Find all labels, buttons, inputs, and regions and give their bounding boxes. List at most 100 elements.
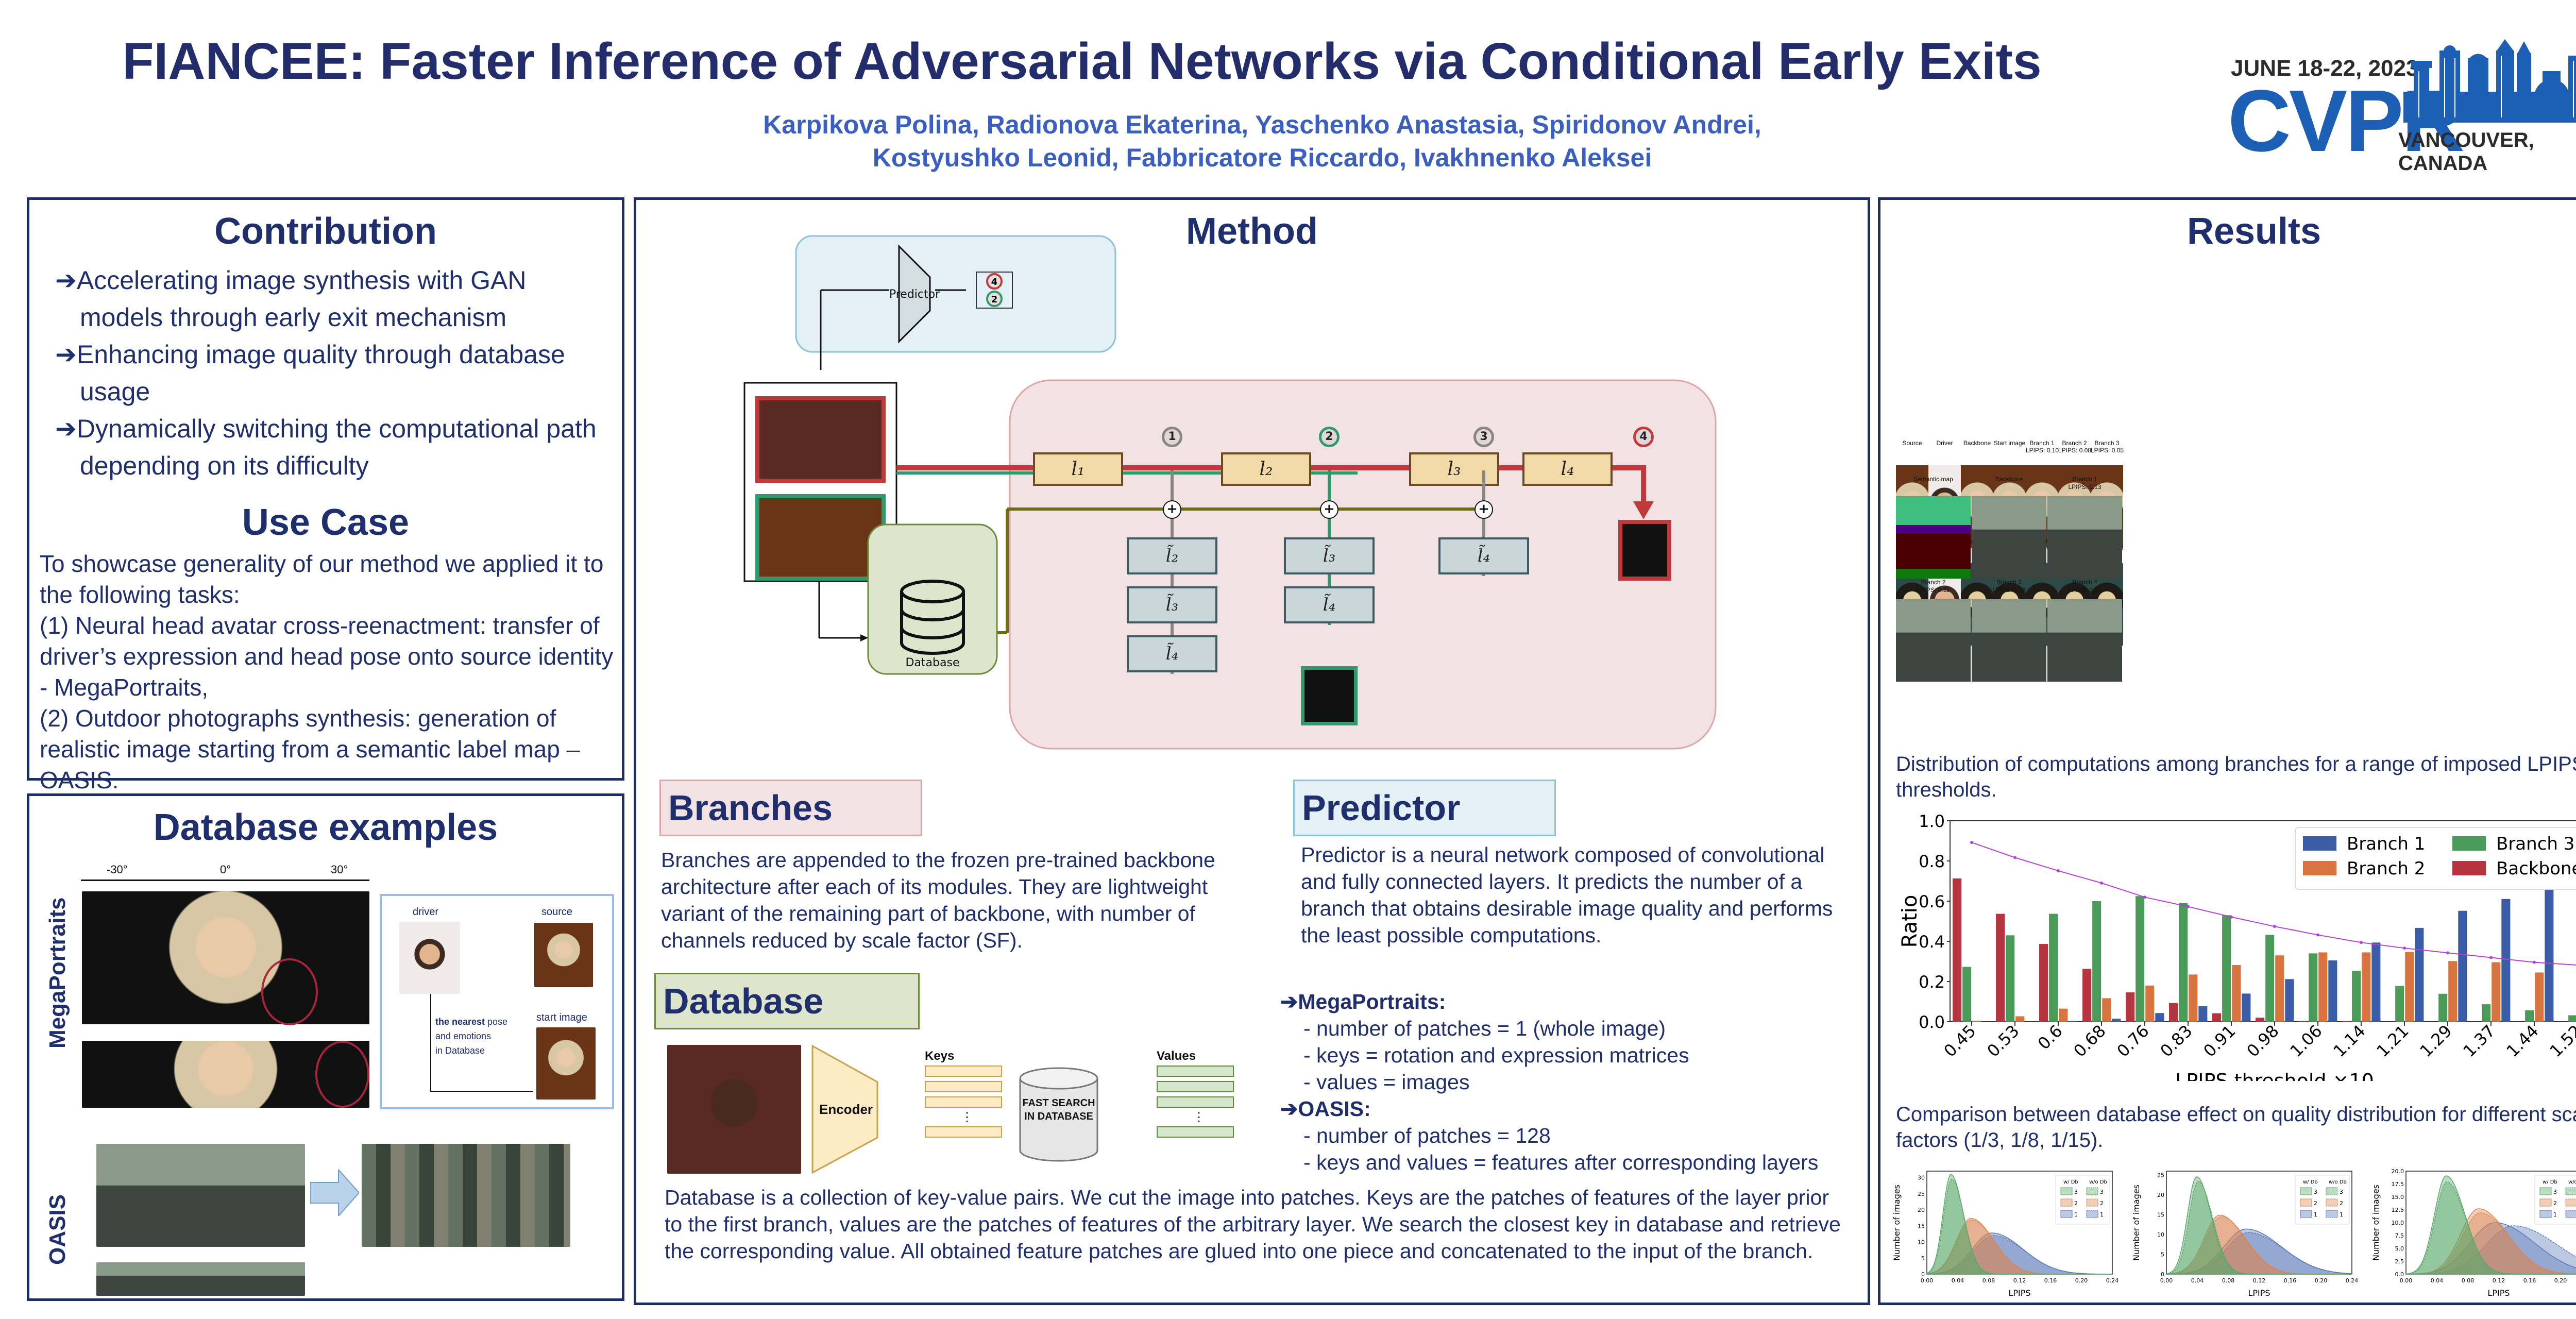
legend-swatch bbox=[2086, 1187, 2098, 1195]
legend-label: 1 bbox=[2553, 1211, 2557, 1218]
gflops-point bbox=[1970, 841, 1973, 844]
x-tick-label: 0.08 bbox=[2462, 1277, 2475, 1284]
angle-axis: -30° 0° 30° bbox=[81, 863, 369, 884]
x-tick-label: 0.76 bbox=[2113, 1021, 2153, 1061]
bar-branch-3 bbox=[1962, 967, 1972, 1022]
gflops-point bbox=[2057, 869, 2060, 873]
bar-backbone bbox=[2169, 1003, 2178, 1022]
bar-branch-3 bbox=[2006, 935, 2015, 1022]
y-axis-label: Number of images bbox=[1892, 1185, 1902, 1261]
x-tick-label: 0.08 bbox=[2222, 1277, 2235, 1284]
legend-swatch bbox=[2060, 1198, 2073, 1207]
value-vector bbox=[1157, 1081, 1234, 1092]
concat-icon: + bbox=[1163, 500, 1181, 519]
oasis-input-image bbox=[96, 1144, 305, 1247]
x-tick-label: 1.37 bbox=[2459, 1021, 2499, 1061]
x-tick-label: 0.12 bbox=[2253, 1277, 2266, 1284]
x-tick-label: 0.00 bbox=[2400, 1277, 2413, 1284]
bar-backbone bbox=[2039, 944, 2048, 1022]
density-curve bbox=[2405, 1208, 2576, 1275]
use-case-heading: Use Case bbox=[242, 502, 410, 543]
x-tick-label: 0.83 bbox=[2156, 1021, 2196, 1061]
y-tick-label: 0.0 bbox=[2395, 1271, 2404, 1278]
backbone-layer-3: l₃ bbox=[1409, 452, 1499, 486]
legend-swatch bbox=[2326, 1210, 2338, 1218]
legend-swatch bbox=[2326, 1198, 2338, 1207]
x-tick-label: 0.04 bbox=[2191, 1277, 2204, 1284]
row-label-oasis: OASIS bbox=[45, 1194, 70, 1265]
driver-image bbox=[399, 922, 460, 994]
oasis-input-image bbox=[96, 1262, 305, 1296]
y-tick-label: 1.0 bbox=[1919, 813, 1945, 831]
driver-label: driver bbox=[413, 906, 439, 918]
bar-branch-2 bbox=[1972, 1021, 1981, 1022]
contribution-bullet: ➔Dynamically switching the computational… bbox=[55, 414, 597, 480]
predictor-region bbox=[795, 235, 1116, 353]
y-tick-label: 15 bbox=[1918, 1223, 1925, 1229]
x-tick-label: 0.16 bbox=[2523, 1277, 2536, 1284]
bar-branch-2 bbox=[2362, 952, 2371, 1022]
branches-heading: Branches bbox=[659, 780, 922, 836]
legend-label: 2 bbox=[2553, 1200, 2557, 1207]
x-axis-label: LPIPS bbox=[2008, 1288, 2030, 1298]
density-curve bbox=[2405, 1175, 2576, 1275]
retrieval-inset: driver source the nearest pose and emoti… bbox=[380, 894, 614, 1109]
street-caption: Branch 3 LPIPS: 0.10 bbox=[1992, 579, 2026, 594]
x-tick-label: 0.20 bbox=[2315, 1277, 2328, 1284]
x-tick-label: 0.12 bbox=[2493, 1277, 2505, 1284]
x-tick-label: 0.91 bbox=[2199, 1021, 2239, 1061]
y-tick-label: 10 bbox=[2157, 1231, 2164, 1238]
authors-line-1: Karpikova Polina, Radionova Ekaterina, Y… bbox=[763, 110, 1761, 139]
contribution-heading: Contribution bbox=[214, 211, 437, 252]
y-tick-label: 5 bbox=[1921, 1255, 1925, 1262]
x-tick-label: 0.00 bbox=[2160, 1277, 2173, 1284]
keys-label: Keys bbox=[925, 1049, 955, 1063]
bar-branch-3 bbox=[2136, 896, 2145, 1022]
legend-swatch bbox=[2300, 1187, 2312, 1195]
result-caption: Source bbox=[1902, 439, 1922, 447]
start-image-label: start image bbox=[536, 1012, 587, 1023]
legend-label: 2 bbox=[2100, 1200, 2104, 1207]
exit-point-4: 4 bbox=[1633, 427, 1654, 447]
gflops-point bbox=[2013, 856, 2016, 859]
gflops-point bbox=[2316, 933, 2319, 937]
street-image bbox=[2047, 599, 2122, 682]
density-curve bbox=[2166, 1176, 2352, 1275]
x-tick-label: 0.24 bbox=[2106, 1277, 2119, 1284]
x-tick-label: 0.00 bbox=[1921, 1277, 1934, 1284]
legend-swatch bbox=[2565, 1210, 2576, 1218]
bar-backbone bbox=[2212, 1013, 2222, 1022]
poster-title: FIANCEE: Faster Inference of Adversarial… bbox=[122, 32, 2042, 90]
row-label-megaportraits: MegaPortraits bbox=[45, 897, 70, 1049]
encoder-shape bbox=[811, 1045, 878, 1174]
y-tick-label: 20 bbox=[2157, 1192, 2164, 1198]
x-axis-label: LPIPS bbox=[2248, 1288, 2270, 1298]
predicted-branch-label: 2 bbox=[991, 294, 998, 305]
street-caption: Branch 1 LPIPS: 0.13 bbox=[2068, 476, 2102, 491]
bar-branch-2 bbox=[2015, 1016, 2025, 1022]
bar-branch-2 bbox=[2275, 955, 2284, 1022]
value-vector bbox=[1157, 1126, 1234, 1138]
bar-branch-1 bbox=[2198, 1006, 2208, 1022]
bar-branch-2 bbox=[2492, 962, 2501, 1022]
legend-swatch bbox=[2565, 1187, 2576, 1195]
bar-backbone bbox=[2082, 969, 2092, 1022]
values-label: Values bbox=[1157, 1049, 1196, 1063]
x-tick-label: 0.20 bbox=[2075, 1277, 2088, 1284]
use-case-line: To showcase generality of our method we … bbox=[40, 550, 604, 608]
setting-item: - keys and values = features after corre… bbox=[1303, 1151, 1819, 1174]
cvpr-logo: JUNE 18-22, 2023 CVPR VANCOUVER, CANADA bbox=[2228, 30, 2576, 175]
conference-date: JUNE 18-22, 2023 bbox=[2231, 56, 2419, 81]
y-axis-label: Ratio bbox=[1901, 895, 1922, 948]
legend-label: 3 bbox=[2100, 1189, 2104, 1195]
x-tick-label: 1.29 bbox=[2416, 1021, 2455, 1061]
encoder-label: Encoder bbox=[819, 1102, 873, 1117]
bar-branch-2 bbox=[2448, 961, 2458, 1022]
legend-swatch bbox=[2060, 1187, 2073, 1195]
x-tick-label: 0.24 bbox=[2346, 1277, 2359, 1284]
y-tick-label: 12.5 bbox=[2392, 1207, 2404, 1213]
bar-branch-1 bbox=[2328, 960, 2337, 1022]
